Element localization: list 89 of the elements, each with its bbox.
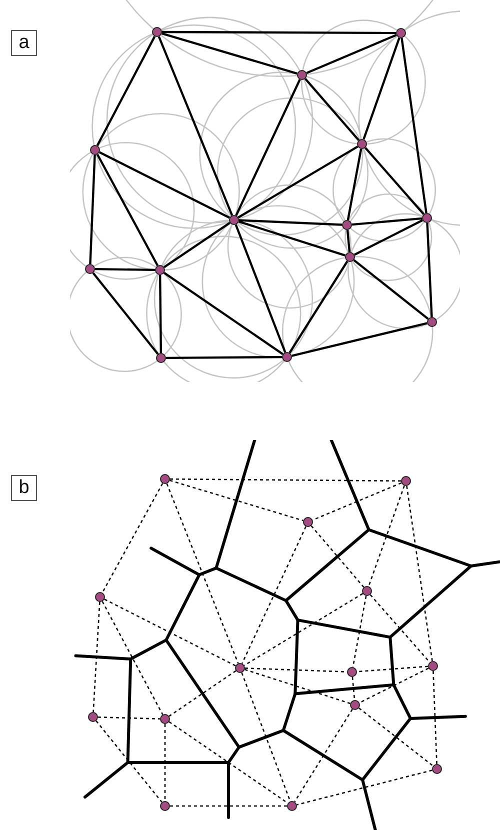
triangulation-edge xyxy=(168,670,236,717)
triangulation-edge xyxy=(368,486,405,586)
point-dot xyxy=(160,474,170,484)
triangulation-edge xyxy=(346,230,351,252)
point-dot xyxy=(297,70,307,80)
triangulation-edge xyxy=(158,274,162,354)
point-dot xyxy=(362,586,372,596)
triangulation-edge xyxy=(352,676,356,700)
triangulation-edge xyxy=(352,596,367,668)
point-dot xyxy=(350,700,360,710)
triangulation-edge xyxy=(242,526,306,664)
point-dot xyxy=(152,27,162,37)
triangulation-edge xyxy=(352,217,422,226)
point-dot xyxy=(396,28,406,38)
point-dot xyxy=(357,139,367,149)
triangulation-edge xyxy=(310,525,364,588)
triangulation-edge xyxy=(170,478,401,482)
triangulation-edge xyxy=(161,32,298,75)
triangulation-edge xyxy=(96,154,159,266)
triangulation-edge xyxy=(96,720,162,803)
point-dot xyxy=(422,213,432,223)
triangulation-edge xyxy=(362,37,400,140)
triangulation-edge xyxy=(102,483,164,593)
point-dot xyxy=(345,252,355,262)
triangulation-edge xyxy=(354,219,424,256)
triangulation-edge xyxy=(89,154,96,264)
triangulation-edge xyxy=(241,672,291,802)
triangulation-edge xyxy=(406,486,433,662)
point-dot xyxy=(155,265,165,275)
point-dot xyxy=(347,667,357,677)
triangulation-edge xyxy=(98,716,160,720)
point-dot xyxy=(287,801,297,811)
triangulation-edge xyxy=(364,147,425,215)
triangulation-edge xyxy=(96,36,156,146)
triangulation-edge xyxy=(164,724,166,801)
point-dot xyxy=(428,661,438,671)
triangulation-edge xyxy=(296,770,432,806)
triangulation-edge xyxy=(238,146,358,218)
point-dot xyxy=(282,352,292,362)
triangulation-edge xyxy=(353,259,429,320)
point-dot xyxy=(90,145,100,155)
point-dot xyxy=(432,764,442,774)
triangulation-edge xyxy=(306,34,397,74)
point-dot xyxy=(156,353,166,363)
panel-label: b xyxy=(11,475,37,501)
point-dot xyxy=(303,517,313,527)
triangulation-edge xyxy=(98,151,230,219)
triangulation-edge xyxy=(370,594,430,663)
triangulation-edge xyxy=(244,593,364,666)
triangulation-edge xyxy=(168,721,288,804)
triangulation-edge xyxy=(234,224,286,353)
triangulation-edge xyxy=(92,602,100,712)
triangulation-edge xyxy=(162,30,396,34)
triangulation-edge xyxy=(359,668,429,704)
triangulation-edge xyxy=(244,668,350,704)
point-dot xyxy=(401,476,411,486)
triangulation-edge xyxy=(170,805,287,807)
triangulation-edge xyxy=(294,708,353,802)
point-dot xyxy=(160,714,170,724)
triangulation-edge xyxy=(170,480,304,522)
triangulation-edge xyxy=(292,322,428,357)
point-dot xyxy=(235,663,245,673)
triangulation-edge xyxy=(346,148,362,220)
triangulation-edge xyxy=(166,356,282,360)
triangulation-edge xyxy=(92,272,159,355)
triangulation-edge xyxy=(235,79,301,216)
point-dot xyxy=(160,801,170,811)
triangulation-edge xyxy=(238,219,342,226)
triangulation-edge xyxy=(426,222,433,318)
triangulation-edge xyxy=(94,268,156,272)
triangulation-edge xyxy=(104,598,236,666)
triangulation-edge xyxy=(102,601,164,715)
triangulation-edge xyxy=(432,670,438,764)
triangulation-edge xyxy=(158,36,234,216)
triangulation-edge xyxy=(356,666,428,672)
triangulation-edge xyxy=(288,260,348,354)
panel-label: a xyxy=(11,30,37,56)
point-dot xyxy=(427,317,437,327)
triangulation-edge xyxy=(238,220,346,257)
point-dot xyxy=(88,712,98,722)
triangulation-edge xyxy=(166,483,239,664)
triangulation-edge xyxy=(164,222,230,268)
triangulation-edge xyxy=(358,708,434,766)
point-dot xyxy=(95,592,105,602)
triangulation-edge xyxy=(304,78,360,141)
triangulation-edge xyxy=(400,38,428,214)
triangulation-edge xyxy=(164,272,284,356)
point-dot xyxy=(85,264,95,274)
point-dot xyxy=(342,220,352,230)
